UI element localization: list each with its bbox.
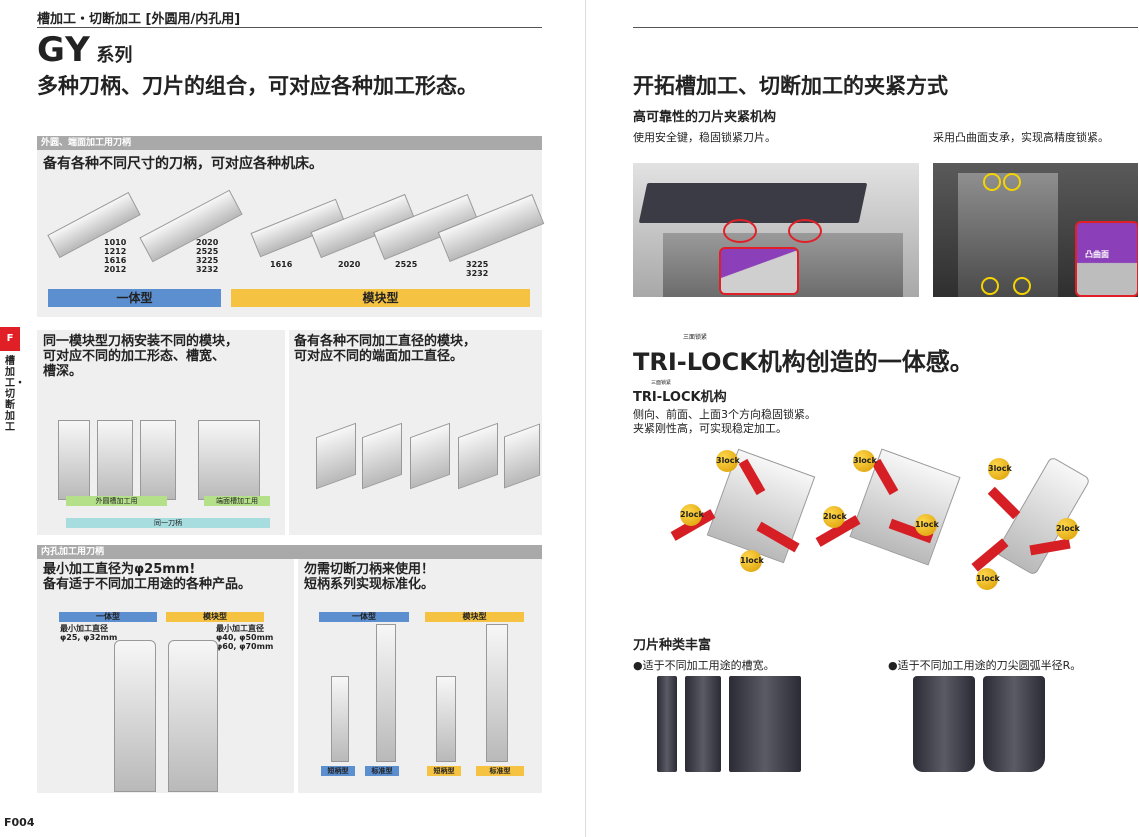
bar-modular: 模块型: [231, 289, 530, 307]
module-holder-image-4: [198, 420, 260, 500]
modular-size-2525: 2525: [395, 260, 418, 269]
highlight-circle-2: [788, 219, 822, 243]
insert-title: 刀片种类丰富: [633, 638, 712, 653]
sec1-title: 备有各种不同尺寸的刀柄，可对应各种机床。: [43, 156, 323, 172]
insert-image-width-2: [685, 676, 721, 772]
modular-min-dia: 最小加工直径 φ40, φ50mm φ60, φ70mm: [216, 624, 274, 651]
yellow-circle-3: [981, 277, 999, 295]
clamp-photo-safety-key: [633, 163, 919, 297]
yellow-circle-4: [1013, 277, 1031, 295]
bar-integral: 一体型: [48, 289, 221, 307]
ruby-2: 三面锁紧: [651, 380, 672, 386]
std-label-1: 标准型: [365, 766, 399, 776]
page-gutter: [585, 0, 586, 837]
tag-same-holder: 同一刀柄: [66, 518, 270, 528]
lock-badge-2c: 2lock: [1056, 518, 1080, 540]
series-name: GY: [37, 30, 91, 70]
std-bar-image-2: [486, 624, 508, 762]
boring-bar-image-modular: [168, 640, 218, 792]
right-title: 开拓槽加工、切断加工的夹紧方式: [633, 74, 948, 98]
module-holder-image-1: [58, 420, 90, 500]
sec3-panel-left: [37, 545, 294, 793]
insert-image-width-3: [729, 676, 801, 772]
module-holder-image-3: [140, 420, 176, 500]
left-headline: 多种刀柄、刀片的组合，可对应各种加工形态。: [37, 74, 478, 98]
lock-badge-2b: 2lock: [823, 506, 847, 528]
tag-outer-groove: 外圆槽加工用: [66, 496, 167, 506]
short-label-2: 短柄型: [427, 766, 461, 776]
sec3-right-bar-modular: 模块型: [425, 612, 524, 622]
insert-shape: [638, 183, 868, 223]
lock-badge-3c: 3lock: [988, 458, 1012, 480]
sec3-right-title: 勿需切断刀柄来使用！ 短柄系列实现标准化。: [304, 562, 435, 592]
sec2-right-title: 备有各种不同加工直径的模块， 可对应不同的端面加工直径。: [294, 334, 477, 364]
lock-arrow-3a: [987, 486, 1021, 520]
ruby-1: 三面锁紧: [683, 334, 708, 341]
side-tab-text: 槽加工・切断加工: [5, 356, 25, 433]
insert-image-width-1: [657, 676, 677, 772]
right-sub1: 高可靠性的刀片夹紧机构: [633, 110, 777, 125]
boring-bar-image-integral: [114, 640, 156, 792]
short-bar-image-2: [436, 676, 456, 762]
convex-inset: 凸曲面: [1075, 221, 1138, 297]
side-tab-letter: F: [0, 327, 20, 351]
module-holder-image-2: [97, 420, 133, 500]
right-desc-b: 采用凸曲面支承，实现高精度锁紧。: [933, 131, 1109, 144]
lock-diagram-3: 3lock 2lock 1lock: [960, 450, 1110, 600]
lock-badge-1b: 1lock: [915, 514, 939, 536]
sec3-right-bar-integral: 一体型: [319, 612, 409, 622]
lock-badge-1: 1lock: [740, 550, 764, 572]
trilock-sub: TRI-LOCK机构: [633, 390, 727, 405]
header-rule: [37, 27, 542, 28]
lock-diagram-2: 3lock 2lock 1lock: [815, 448, 961, 590]
modular-size-2020: 2020: [338, 260, 361, 269]
sec2-left-title: 同一模块型刀柄安装不同的模块， 可对应不同的加工形态、槽宽、 槽深。: [43, 334, 239, 379]
insert-bullet-a: ●适于不同加工用途的槽宽。: [633, 659, 775, 672]
right-desc-a: 使用安全键，稳固锁紧刀片。: [633, 131, 776, 144]
lock-badge-1c: 1lock: [976, 568, 1000, 590]
lock-diagram-1: 3lock 2lock 1lock: [670, 448, 816, 590]
lock-badge-3b: 3lock: [853, 450, 877, 472]
sec1-label: 外圆、端面加工用刀柄: [37, 136, 542, 150]
page-number: F004: [4, 816, 35, 829]
yellow-circle-2: [1003, 173, 1021, 191]
series-title: GY 系列: [37, 30, 132, 70]
sec3-left-title: 最小加工直径为φ25mm! 备有适于不同加工用途的各种产品。: [43, 562, 252, 592]
highlight-circle-1: [723, 219, 757, 243]
tag-face-groove: 端面槽加工用: [204, 496, 270, 506]
zoom-inset: [719, 247, 799, 295]
std-bar-image-1: [376, 624, 396, 762]
short-bar-image-1: [331, 676, 349, 762]
trilock-title: TRI-LOCK机构创造的一体感。: [633, 348, 974, 376]
lock-badge-3: 3lock: [716, 450, 740, 472]
series-suffix: 系列: [96, 45, 133, 66]
lock-badge-2: 2lock: [680, 504, 704, 526]
trilock-desc: 侧向、前面、上面3个方向稳固锁紧。 夹紧刚性高，可实现稳定加工。: [633, 408, 816, 435]
sec3-bar-integral: 一体型: [59, 612, 157, 622]
sec3-label: 内孔加工用刀柄: [37, 545, 542, 559]
clamp-photo-convex-support: 凸曲面: [933, 163, 1138, 297]
std-label-2: 标准型: [476, 766, 524, 776]
short-label-1: 短柄型: [321, 766, 355, 776]
convex-label: 凸曲面: [1085, 250, 1109, 259]
insert-bullet-b: ●适于不同加工用途的刀尖圆弧半径R。: [888, 659, 1082, 672]
insert-body: [958, 173, 1058, 297]
integral-min-dia: 最小加工直径 φ25, φ32mm: [60, 624, 118, 642]
insert-image-radius-2: [983, 676, 1045, 772]
sec3-bar-modular: 模块型: [166, 612, 264, 622]
left-page-header: 槽加工・切断加工 [外圆用/内孔用]: [37, 12, 241, 27]
insert-image-radius-1: [913, 676, 975, 772]
right-top-rule: [633, 27, 1138, 28]
modular-size-1616: 1616: [270, 260, 293, 269]
yellow-circle-1: [983, 173, 1001, 191]
